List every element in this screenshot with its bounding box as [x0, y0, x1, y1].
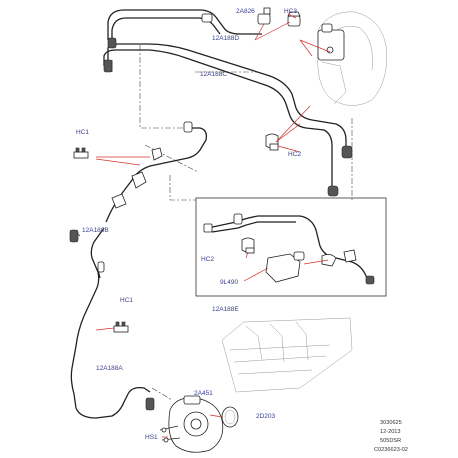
inset-12a188e	[195, 197, 387, 297]
callout-hc2-inset: HC2	[201, 256, 214, 263]
clip-group-top	[257, 7, 301, 27]
clip-hc1-upper	[73, 147, 163, 161]
callout-12a188e: 12A188E	[212, 306, 239, 313]
reference-line-4: C0236623-02	[374, 447, 408, 453]
callout-2a826: 2A826	[236, 8, 255, 15]
vacuum-hoses	[70, 9, 347, 419]
reference-line-1: 3030625	[380, 420, 402, 426]
callout-12a188b: 12A188B	[82, 227, 109, 234]
callout-12a188a: 12A188A	[96, 365, 123, 372]
callout-hc3: HC3	[284, 8, 297, 15]
engine-outline	[221, 317, 353, 393]
callout-12a188c: 12A188C	[200, 71, 227, 78]
callout-2a451: 2A451	[194, 390, 213, 397]
callout-hc2-upper: HC2	[288, 151, 301, 158]
callout-9l490: 9L490	[220, 279, 238, 286]
hose-connectors	[69, 13, 353, 411]
callout-hc1-lower: HC1	[120, 297, 133, 304]
clip-hc1-lower	[113, 321, 129, 333]
reference-line-2: 12-2013	[380, 429, 401, 435]
reference-codes: 3030625 12-2013 505DSR C0236623-02	[374, 420, 408, 453]
callout-hc1-upper: HC1	[76, 129, 89, 136]
vacuum-pump	[159, 395, 239, 453]
callouts: 2A826 HC3 12A188D 12A188C HC1 HC2 12A188…	[76, 8, 301, 441]
callout-hs1: HS1	[145, 434, 158, 441]
reference-line-3: 505DSR	[380, 438, 401, 444]
brake-booster-outline	[317, 11, 387, 106]
reference-lines	[139, 45, 353, 401]
leader-lines	[95, 13, 331, 438]
callout-12a188d: 12A188D	[212, 35, 239, 42]
callout-2d203: 2D203	[256, 413, 276, 420]
